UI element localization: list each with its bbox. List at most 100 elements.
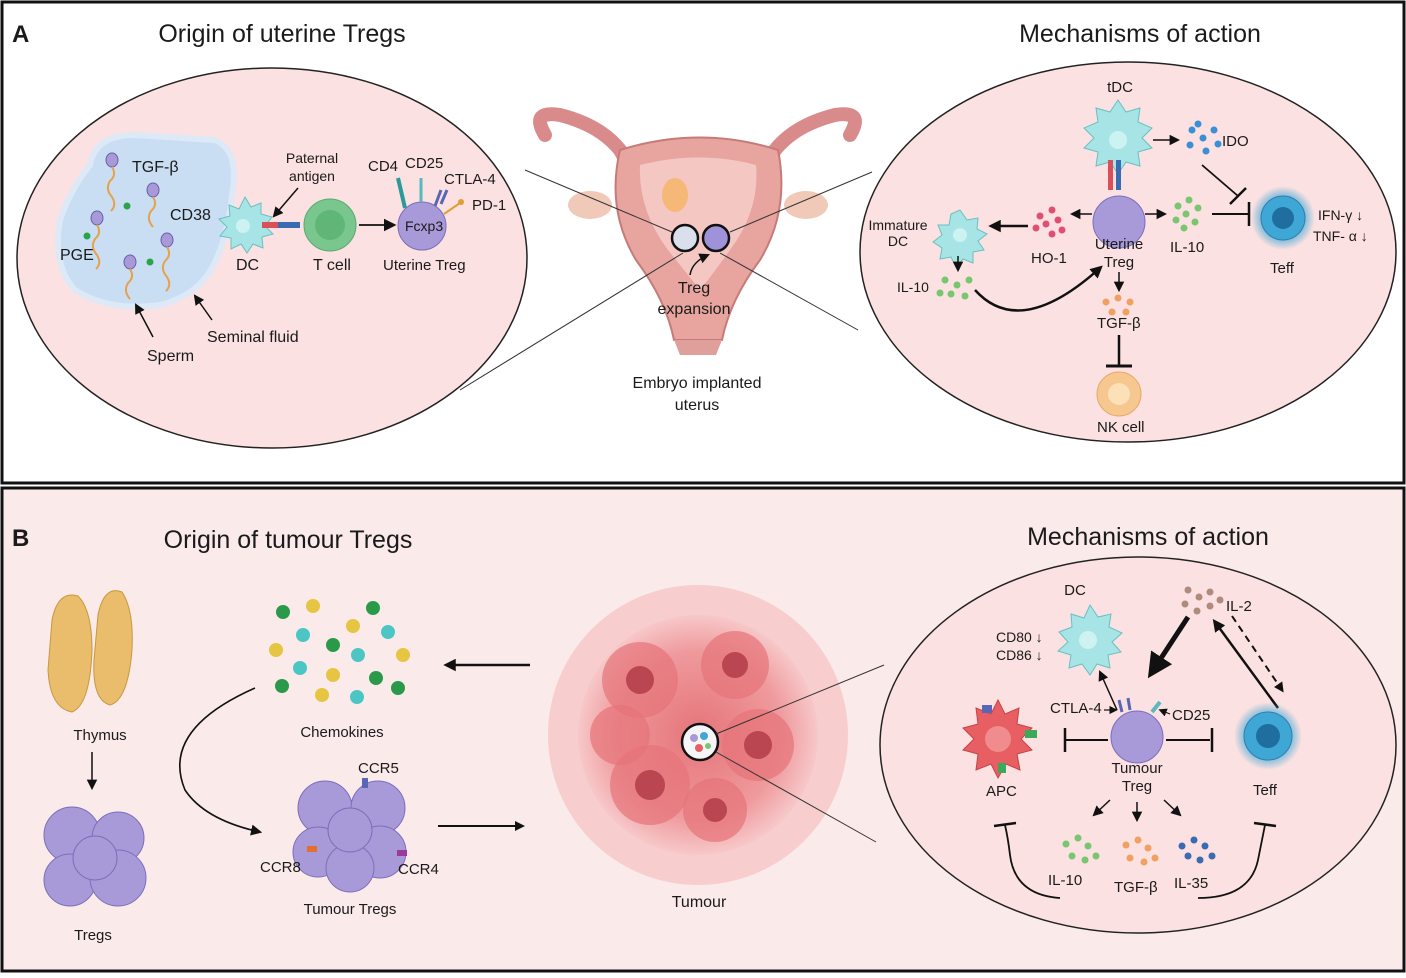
il10-b-molecules-icon <box>1062 834 1100 864</box>
teff-b-nucleus <box>1256 724 1280 748</box>
nk-cell-nucleus <box>1108 383 1130 405</box>
label-ho1: HO-1 <box>1031 250 1067 267</box>
cytokine-inhibit-teff-bar <box>1253 821 1277 828</box>
seminal-fluid-blob <box>54 131 237 310</box>
label-uterine-treg-origin: Uterine Treg <box>383 257 466 274</box>
ho1-molecules-icon <box>1032 206 1066 238</box>
label-cd4: CD4 <box>368 158 398 175</box>
sperm-pointer <box>135 303 154 338</box>
uterine-treg-mechanism-icon <box>1092 195 1146 249</box>
label-uterus-1: Embryo implanted <box>633 375 762 392</box>
zoom-line-right-high <box>729 171 873 233</box>
label-tumour-tregs: Tumour Tregs <box>304 901 397 918</box>
tumour-zoom-line-high <box>715 664 885 735</box>
label-tnfa: TNF- α ↓ <box>1313 228 1368 244</box>
label-ccr5: CCR5 <box>358 760 399 777</box>
panel-b: B Origin of tumour Tregs Mechanisms of a… <box>0 486 1406 973</box>
ccr8-receptor-icon <box>307 846 317 852</box>
label-seminal-fluid: Seminal fluid <box>207 329 299 346</box>
cd38-dot <box>146 258 154 266</box>
ido-molecules-icon <box>1186 120 1222 155</box>
label-il35: IL-35 <box>1174 875 1208 892</box>
immature-dc-nucleus <box>953 228 967 242</box>
tgfb-b-molecules-icon <box>1122 836 1159 866</box>
panel-a-left-title: Origin of uterine Tregs <box>158 20 405 48</box>
il10-molecules-right-icon <box>1172 196 1202 232</box>
il2-to-teff-dashed-arrow <box>1231 615 1284 693</box>
chemokines-icon <box>269 599 410 704</box>
thymus-icon <box>47 590 133 713</box>
label-cd80: CD80 ↓ <box>996 629 1043 645</box>
label-il2: IL-2 <box>1226 598 1252 615</box>
tumour-zoom-contents-icon <box>690 732 711 752</box>
apc-receptor-icon <box>982 705 992 713</box>
apc-nucleus <box>985 726 1011 752</box>
il2-consumption-arrow <box>1147 615 1191 679</box>
pge-dot <box>83 232 91 240</box>
label-ccr4: CCR4 <box>398 861 439 878</box>
tdc-nucleus <box>1109 131 1127 149</box>
ido-inhibit-bar <box>1229 187 1247 205</box>
pd1-receptor-icon <box>443 202 461 215</box>
cytokine-inhibit-apc-bar <box>993 821 1017 828</box>
label-ifng: IFN-γ ↓ <box>1318 207 1363 223</box>
chemokines-to-tumour-tregs-arrow <box>179 687 263 836</box>
panel-a: A Origin of uterine Tregs Mechanisms of … <box>0 0 1406 485</box>
cd4-receptor-icon <box>396 177 407 209</box>
ctla4-receptor-icon <box>433 189 449 207</box>
zoom-line-left-high <box>524 169 673 233</box>
label-il10-right: IL-10 <box>1170 239 1204 256</box>
label-tgfb-mechanism-a: TGF-β <box>1097 315 1141 332</box>
seminal-fluid-pointer <box>193 294 213 321</box>
label-foxp3: Fcxp3 <box>405 218 443 234</box>
panel-b-letter: B <box>12 525 29 552</box>
tumour-zoom-line-low <box>715 751 877 843</box>
label-uterine-treg-2: Treg <box>1104 254 1134 271</box>
mhc-icon <box>262 222 278 228</box>
label-dc-origin: DC <box>236 257 259 274</box>
ccr5-receptor-icon <box>362 778 368 788</box>
uterine-mechanism-ellipse <box>859 61 1397 443</box>
label-il10-b: IL-10 <box>1048 872 1082 889</box>
label-t-cell: T cell <box>313 257 351 274</box>
sperm-icon <box>146 182 160 228</box>
sperm-icon <box>160 232 174 292</box>
label-tumour: Tumour <box>672 894 727 911</box>
panel-a-letter: A <box>12 21 29 48</box>
label-treg-expansion-2: expansion <box>658 301 731 318</box>
tumour-treg-icon <box>1110 710 1164 764</box>
paternal-antigen-pointer <box>272 187 299 218</box>
tumour-zoom-circle <box>680 722 720 762</box>
pd1-ligand-icon <box>458 199 464 205</box>
tregs-cluster-icon <box>43 806 147 907</box>
ccr4-receptor-icon <box>397 850 407 856</box>
ctla4-b-receptor-icon <box>1117 697 1132 713</box>
panel-b-right-title: Mechanisms of action <box>1027 523 1269 551</box>
label-cd38: CD38 <box>170 207 211 224</box>
label-immature-dc-2: DC <box>888 233 908 249</box>
cd25-b-pointer <box>1158 708 1171 717</box>
il10-molecules-left-icon <box>936 276 973 300</box>
label-treg-expansion-1: Treg <box>678 280 710 297</box>
tumour-tregs-cluster-icon <box>292 780 407 893</box>
label-paternal-1: Paternal <box>286 150 338 166</box>
label-apc: APC <box>986 783 1017 800</box>
sperm-icon <box>105 152 119 212</box>
il2-molecules-icon <box>1181 586 1224 615</box>
label-nk-cell: NK cell <box>1097 419 1145 436</box>
label-tregs: Tregs <box>74 927 112 944</box>
t-cell-nucleus <box>315 210 345 240</box>
label-teff-a: Teff <box>1270 260 1295 277</box>
label-cd86: CD86 ↓ <box>996 647 1043 663</box>
label-uterus-2: uterus <box>675 397 719 414</box>
label-tgfb-b: TGF-β <box>1114 879 1158 896</box>
cytokine-inhibit-teff-curve <box>1197 824 1266 899</box>
tdc-mhc-icon <box>1108 160 1113 190</box>
sperm-group <box>83 152 174 300</box>
il10-to-treg-arrow <box>974 265 1103 312</box>
zoom-circle-left <box>670 223 700 253</box>
zoom-line-left-low <box>459 252 684 391</box>
label-ido: IDO <box>1222 133 1249 150</box>
sperm-icon <box>123 254 137 300</box>
